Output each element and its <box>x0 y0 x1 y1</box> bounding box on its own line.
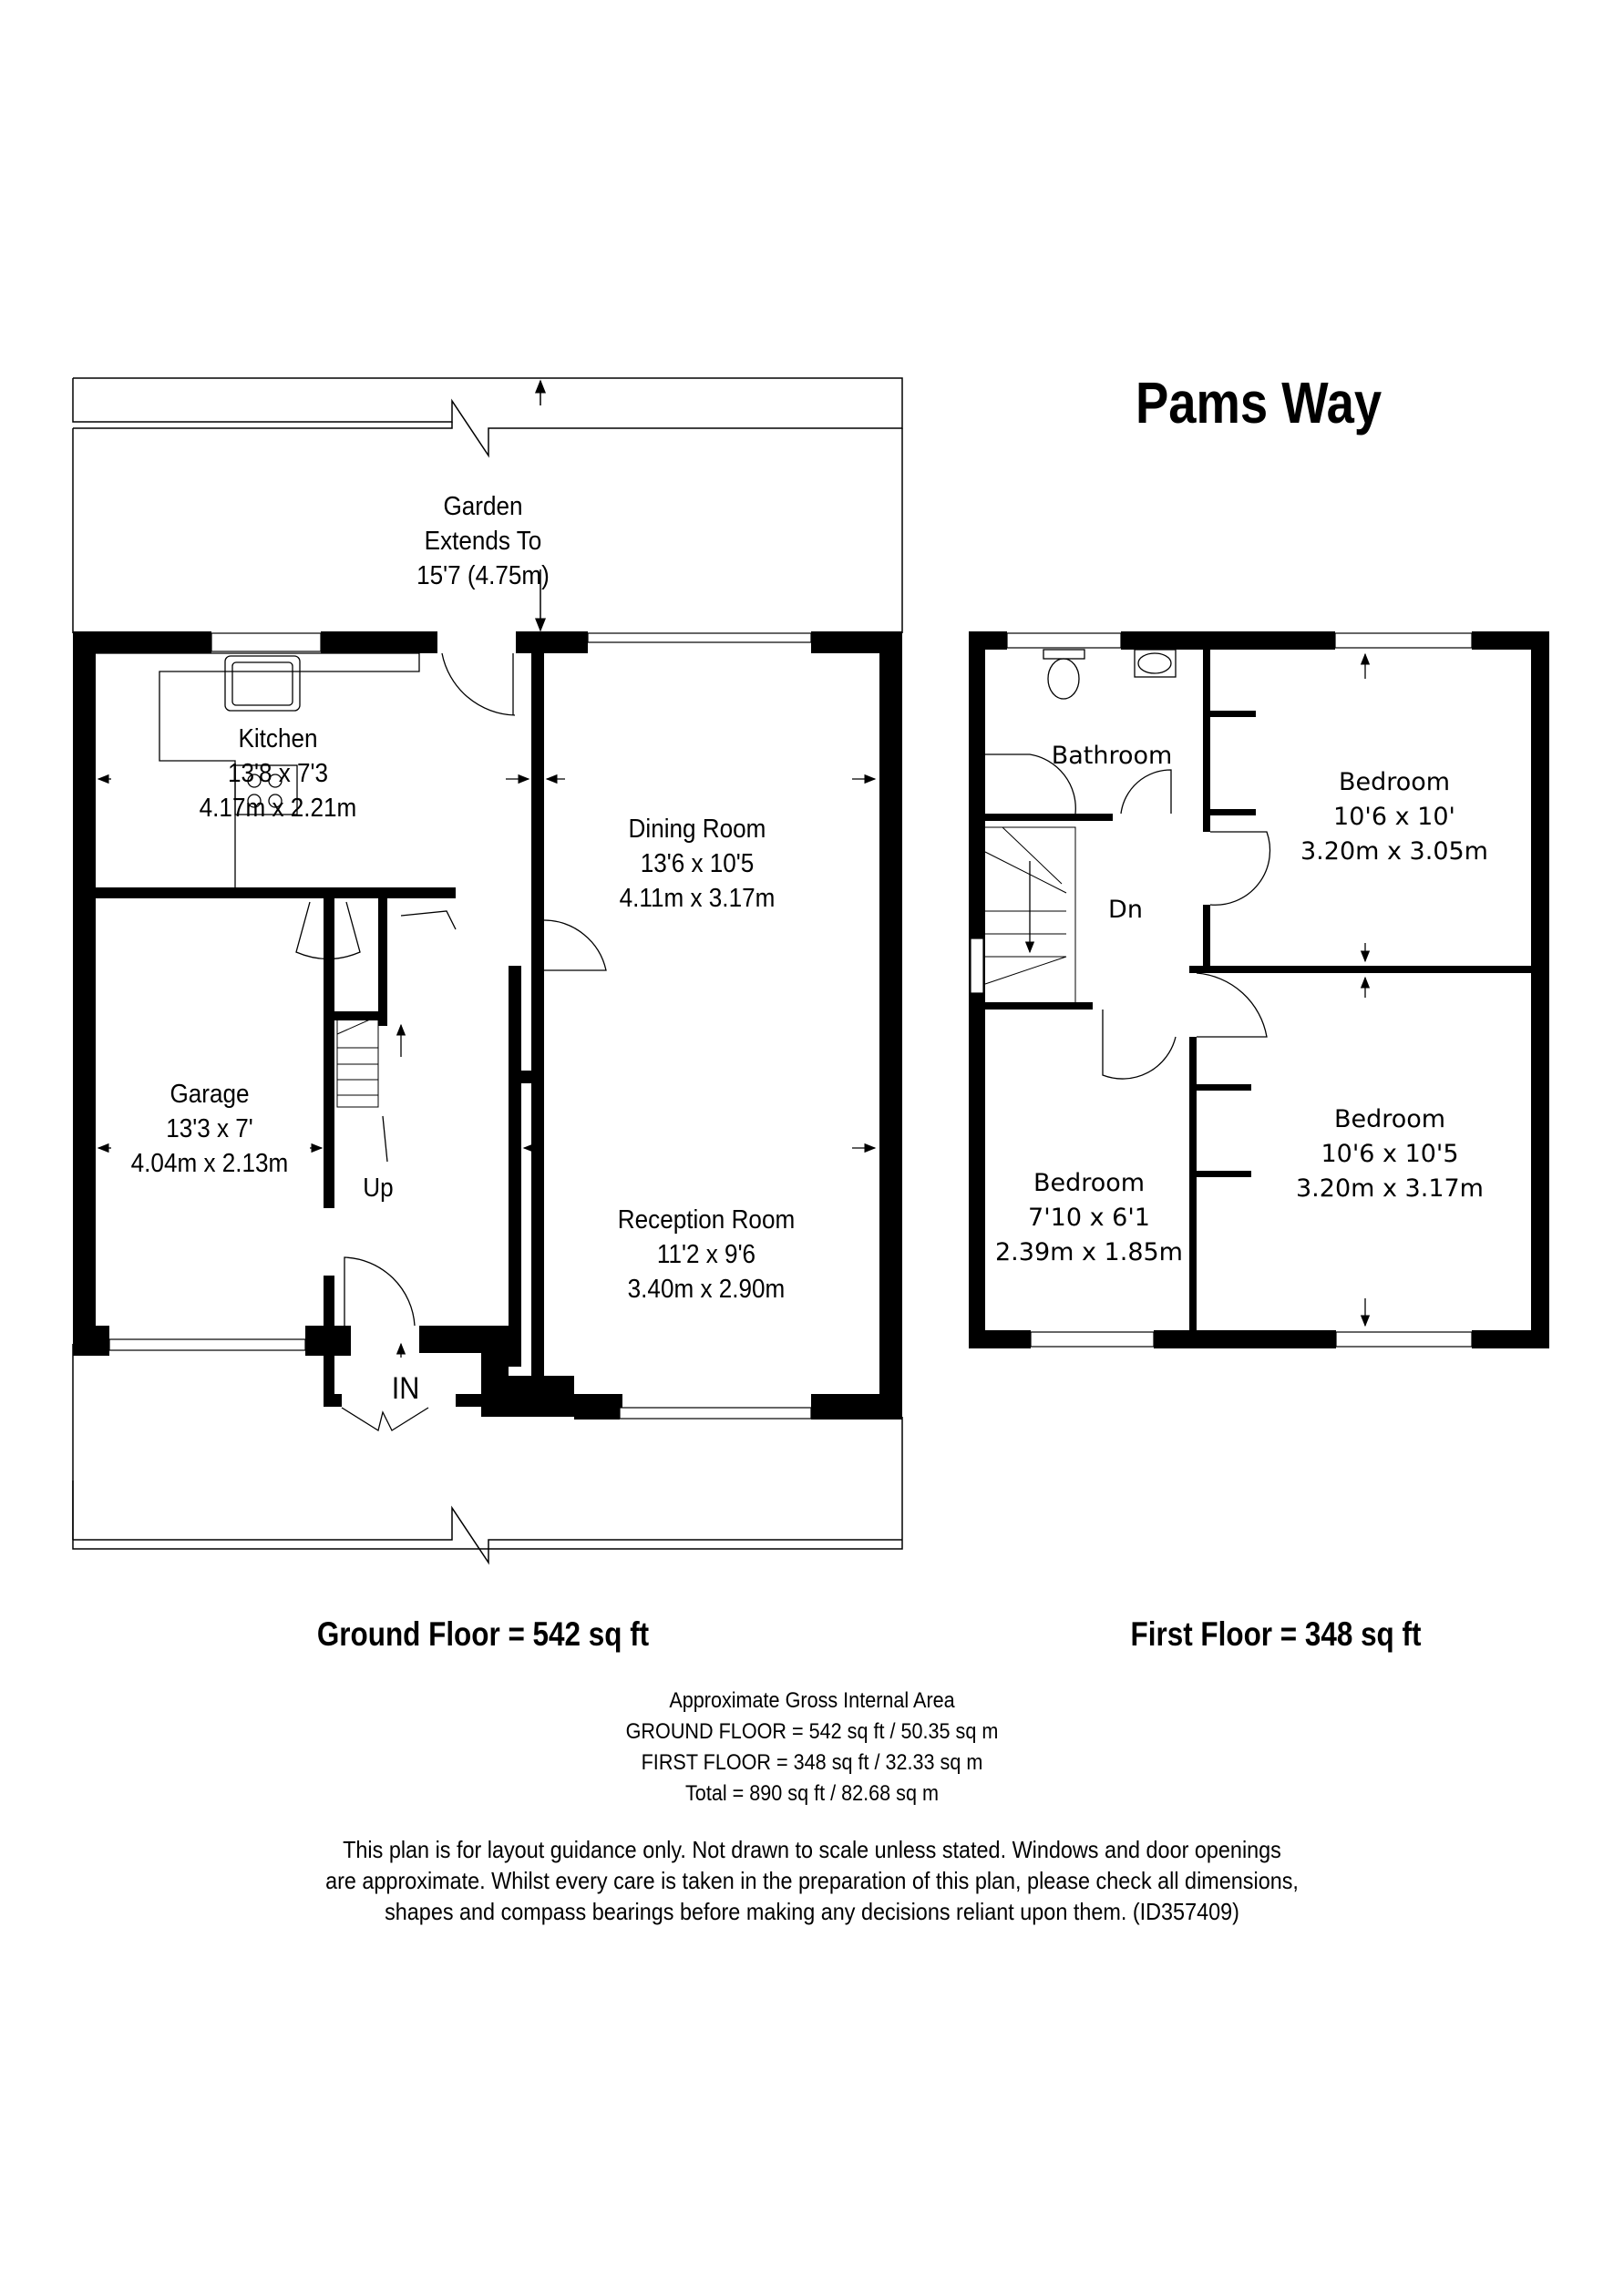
ground-floor-walls <box>73 631 902 1420</box>
area-first: FIRST FLOOR = 348 sq ft / 32.33 sq m <box>641 1750 983 1775</box>
room-label-kitchen: Kitchen 13'8 x 7'3 4.17m x 2.21m <box>188 722 368 825</box>
stairs-up-label: Up <box>363 1174 394 1203</box>
ground-floor-windows <box>108 632 812 1420</box>
stairs-down-label: Dn <box>1108 896 1143 924</box>
room-label-bedroom-2: Bedroom 10'6 x 10'5 3.20m x 3.17m <box>1285 1102 1495 1206</box>
bedroom-1-name: Bedroom <box>1338 768 1451 796</box>
bedroom-2-name: Bedroom <box>1333 1105 1446 1133</box>
ground-floor-garden-boundary <box>72 377 903 1565</box>
kitchen-imperial: 13'8 x 7'3 <box>227 759 329 788</box>
room-label-garden: Garden Extends To 15'7 (4.75m) <box>376 489 590 593</box>
bathroom-fixtures <box>985 649 1177 815</box>
first-floor-windows <box>970 632 1473 1348</box>
first-floor-doors <box>1102 831 1271 1080</box>
disclaimer-line-1: This plan is for layout guidance only. N… <box>343 1836 1281 1863</box>
bedroom-2-metric: 3.20m x 3.17m <box>1296 1174 1484 1203</box>
area-summary: Approximate Gross Internal Area GROUND F… <box>81 1686 1543 1809</box>
ground-floor-area-label: Ground Floor = 542 sq ft <box>316 1615 650 1653</box>
entrance-label: IN <box>391 1371 420 1406</box>
disclaimer-line-2: are approximate. Whilst every care is ta… <box>325 1867 1299 1894</box>
kitchen-fixtures <box>96 652 420 887</box>
property-title: Pams Way <box>1136 370 1382 436</box>
garden-extends: Extends To <box>424 527 542 556</box>
dining-room-name: Dining Room <box>628 815 766 844</box>
dining-room-metric: 4.11m x 3.17m <box>619 884 776 913</box>
bedroom-3-metric: 2.39m x 1.85m <box>995 1238 1183 1266</box>
room-label-reception-room: Reception Room 11'2 x 9'6 3.40m x 2.90m <box>596 1203 817 1307</box>
garage-imperial: 13'3 x 7' <box>166 1114 253 1143</box>
bedroom-1-imperial: 10'6 x 10' <box>1333 803 1455 831</box>
bedroom-3-imperial: 7'10 x 6'1 <box>1028 1204 1150 1232</box>
garden-dimension: 15'7 (4.75m) <box>416 561 550 590</box>
disclaimer: This plan is for layout guidance only. N… <box>81 1834 1543 1927</box>
dimension-arrows <box>97 652 1371 1327</box>
room-label-dining-room: Dining Room 13'6 x 10'5 4.11m x 3.17m <box>595 812 800 916</box>
garden-name: Garden <box>443 492 523 521</box>
garage-name: Garage <box>170 1080 250 1109</box>
area-ground: GROUND FLOOR = 542 sq ft / 50.35 sq m <box>625 1719 999 1744</box>
reception-room-metric: 3.40m x 2.90m <box>627 1275 786 1304</box>
ground-floor-stairs <box>336 1015 379 1108</box>
room-label-bedroom-3: Bedroom 7'10 x 6'1 2.39m x 1.85m <box>984 1166 1194 1270</box>
reception-room-imperial: 11'2 x 9'6 <box>656 1240 756 1269</box>
garage-metric: 4.04m x 2.13m <box>130 1149 289 1178</box>
dining-room-imperial: 13'6 x 10'5 <box>640 849 755 878</box>
bedroom-2-imperial: 10'6 x 10'5 <box>1321 1140 1459 1168</box>
area-total: Total = 890 sq ft / 82.68 sq m <box>685 1781 939 1806</box>
room-label-bathroom: Bathroom <box>1051 742 1173 770</box>
room-label-bedroom-1: Bedroom 10'6 x 10' 3.20m x 3.05m <box>1294 765 1495 869</box>
bedroom-3-name: Bedroom <box>1033 1169 1146 1197</box>
room-label-garage: Garage 13'3 x 7' 4.04m x 2.13m <box>116 1077 304 1181</box>
area-heading: Approximate Gross Internal Area <box>669 1688 955 1713</box>
reception-room-name: Reception Room <box>617 1205 796 1235</box>
first-floor-walls <box>969 631 1549 1348</box>
ground-floor-doors <box>295 652 607 1432</box>
disclaimer-line-3: shapes and compass bearings before makin… <box>385 1898 1239 1925</box>
kitchen-name: Kitchen <box>238 724 318 753</box>
first-floor-stairs <box>984 826 1076 1002</box>
bedroom-1-metric: 3.20m x 3.05m <box>1300 837 1488 866</box>
first-floor-area-label: First Floor = 348 sq ft <box>1130 1615 1422 1653</box>
kitchen-metric: 4.17m x 2.21m <box>199 794 357 823</box>
